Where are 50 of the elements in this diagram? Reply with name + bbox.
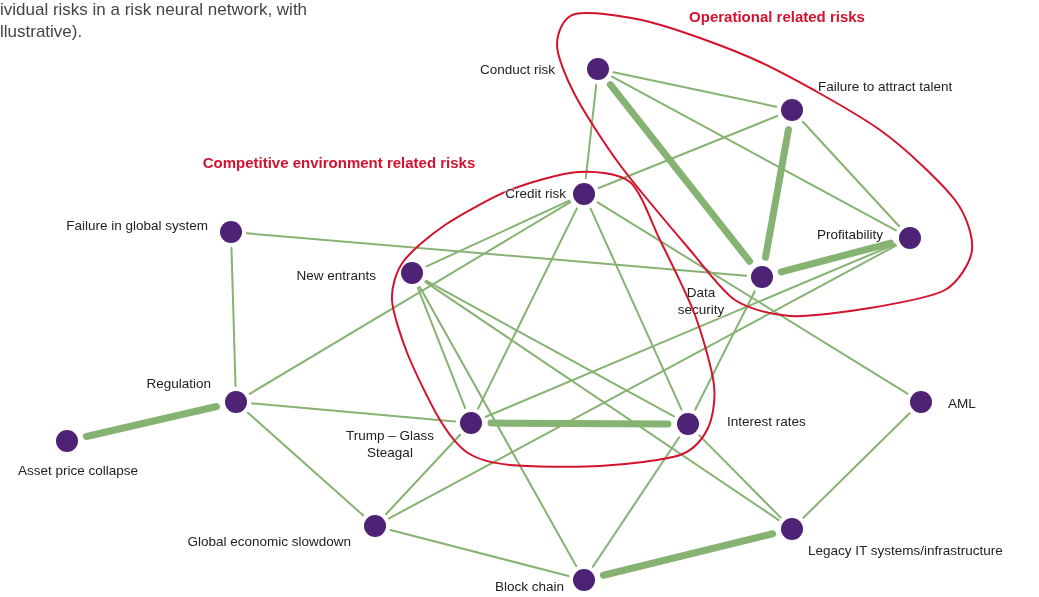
- connector-line: [250, 402, 457, 423]
- connector-line: [589, 207, 683, 411]
- connector-line: [606, 81, 754, 265]
- connector-line: [584, 83, 598, 180]
- risk-label: Credit risk: [504, 185, 566, 202]
- connector-line: [424, 280, 780, 522]
- connector-line: [802, 412, 911, 519]
- connector-line: [477, 207, 578, 410]
- connector-line: [248, 201, 572, 395]
- connector-line: [416, 286, 467, 410]
- connector-line: [384, 433, 462, 516]
- connector-line: [425, 199, 571, 268]
- intro-text: llustrative).: [0, 22, 83, 42]
- group-title: Competitive environment related risks: [202, 154, 476, 171]
- connector-line: [245, 232, 748, 277]
- risk-label: Global economic slowdown: [186, 533, 351, 550]
- risk-label: Asset price collapse: [16, 462, 140, 479]
- risk-label: AML: [948, 395, 977, 412]
- connector-line: [694, 290, 756, 411]
- connector-line: [389, 529, 570, 577]
- connector-line: [484, 243, 897, 418]
- risk-label: New entrants: [295, 267, 376, 284]
- connector-line: [418, 285, 578, 568]
- connector-line: [599, 530, 777, 579]
- connector-line: [246, 411, 365, 517]
- risk-label: Failure in global system: [65, 217, 208, 234]
- risk-label: Failure to attract talent: [818, 78, 954, 95]
- connector-line: [612, 71, 778, 108]
- connector-line: [388, 244, 897, 520]
- risk-label: Block chain: [493, 578, 564, 595]
- connector-line: [487, 419, 672, 428]
- connector-line: [611, 75, 897, 232]
- connector-line: [698, 434, 782, 519]
- risk-label: Legacy IT systems/infrastructure: [808, 542, 1004, 559]
- connector-line: [597, 115, 779, 189]
- risk-label: Trump – Glass Steagal: [345, 427, 435, 461]
- connector-line: [230, 247, 237, 387]
- connector-line: [425, 279, 675, 418]
- connector-line: [596, 201, 909, 395]
- group-title: Operational related risks: [689, 8, 865, 25]
- risk-label: Conduct risk: [478, 61, 555, 78]
- connector-line: [83, 403, 220, 440]
- connector-line: [591, 436, 681, 568]
- risk-label: Profitability: [815, 226, 883, 243]
- connector-line: [762, 126, 792, 261]
- connector-line: [801, 120, 901, 228]
- risk-label: Regulation: [145, 375, 211, 392]
- connector-line: [777, 239, 895, 276]
- risk-label: Interest rates: [727, 413, 807, 430]
- intro-text: ividual risks in a risk neural network, with: [0, 0, 308, 20]
